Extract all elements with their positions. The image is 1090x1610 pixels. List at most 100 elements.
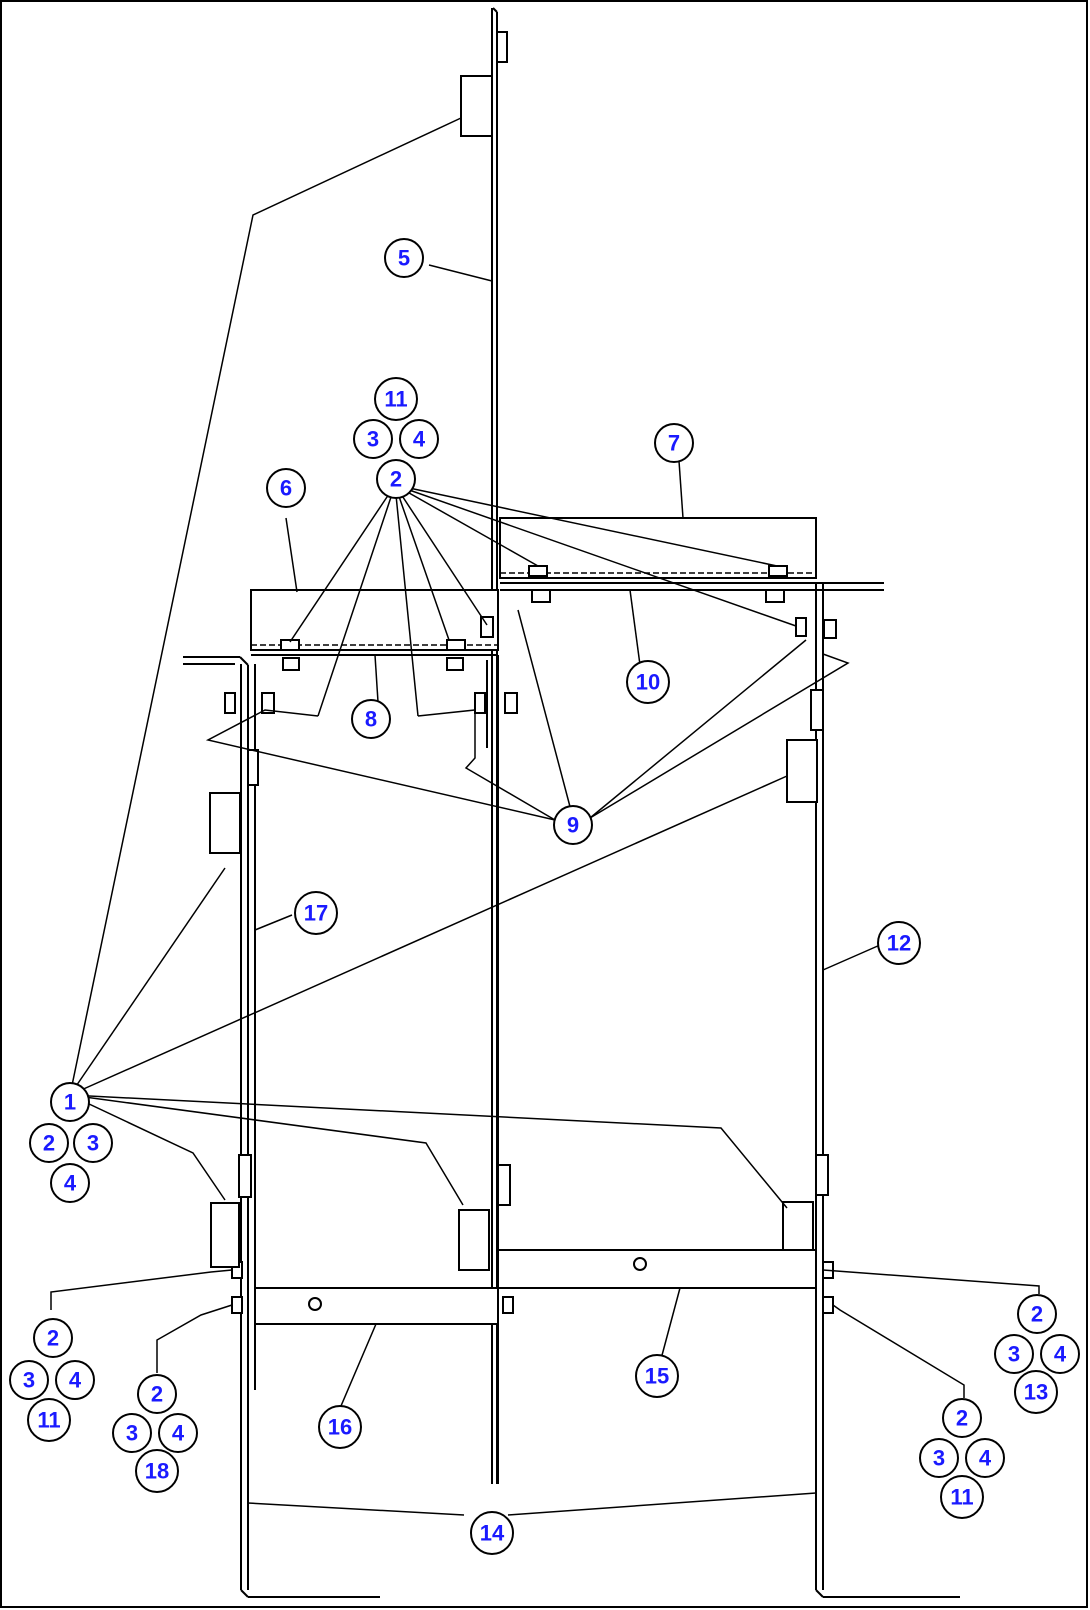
callout-circle — [351, 699, 391, 739]
callout-circle — [1017, 1294, 1057, 1334]
callout-number: 2 — [151, 1382, 163, 1407]
callout-number: 4 — [413, 427, 426, 452]
bracket-7-part — [499, 517, 884, 637]
callout-g3_11: 11 — [940, 1475, 984, 1519]
callout-circle — [877, 921, 921, 965]
callout-number: 9 — [567, 813, 579, 838]
callout-number: 16 — [328, 1415, 352, 1440]
callout-number: 7 — [668, 431, 680, 456]
callout-number: 8 — [365, 707, 377, 732]
callout-circle — [384, 238, 424, 278]
callout-number: 11 — [384, 387, 407, 412]
callout-circle — [635, 1354, 679, 1398]
callout-circle — [50, 1082, 90, 1122]
callout-number: 3 — [126, 1421, 138, 1446]
callout-g1_11: 11 — [27, 1398, 71, 1442]
callout-g1_2: 2 — [33, 1318, 73, 1358]
callout-number: 3 — [367, 427, 379, 452]
callout-c15: 15 — [635, 1354, 679, 1398]
callout-c14: 14 — [470, 1511, 514, 1555]
callout-number: 4 — [979, 1446, 992, 1471]
callout-c7: 7 — [654, 423, 694, 463]
callout-c1: 1 — [50, 1082, 90, 1122]
callout-number: 1 — [64, 1090, 76, 1115]
callout-c4a: 4 — [50, 1163, 90, 1203]
callout-circle — [1040, 1334, 1080, 1374]
right-frame-part — [786, 583, 960, 1598]
callout-circle — [33, 1318, 73, 1358]
callout-circle — [376, 459, 416, 499]
callout-number: 3 — [933, 1446, 945, 1471]
callout-circle — [919, 1438, 959, 1478]
callout-g1_3: 3 — [9, 1360, 49, 1400]
callout-c11a: 11 — [374, 377, 418, 421]
callout-number: 3 — [23, 1368, 35, 1393]
callout-circle — [112, 1413, 152, 1453]
callout-c8: 8 — [351, 699, 391, 739]
callout-number: 5 — [398, 246, 410, 271]
callout-g4_4: 4 — [1040, 1334, 1080, 1374]
callout-number: 3 — [87, 1131, 99, 1156]
callout-number: 2 — [1031, 1302, 1043, 1327]
callout-circle — [55, 1360, 95, 1400]
callout-number: 4 — [64, 1171, 77, 1196]
callout-number: 12 — [887, 931, 911, 956]
callout-g3_4: 4 — [965, 1438, 1005, 1478]
callout-circle — [318, 1405, 362, 1449]
callout-circle — [399, 419, 439, 459]
callout-c16: 16 — [318, 1405, 362, 1449]
callout-circle — [29, 1123, 69, 1163]
callout-number: 15 — [645, 1364, 669, 1389]
callout-c2a: 2 — [29, 1123, 69, 1163]
callout-circle — [353, 419, 393, 459]
callout-circle — [9, 1360, 49, 1400]
callout-number: 4 — [172, 1421, 185, 1446]
callout-c10: 10 — [626, 660, 670, 704]
callout-number: 10 — [636, 670, 660, 695]
callout-number: 18 — [145, 1459, 169, 1484]
callout-circle — [294, 891, 338, 935]
callout-number: 3 — [1008, 1342, 1020, 1367]
callout-c12: 12 — [877, 921, 921, 965]
callout-circle — [942, 1398, 982, 1438]
callout-circle — [1014, 1370, 1058, 1414]
callout-c3a: 3 — [73, 1123, 113, 1163]
callout-c9: 9 — [553, 805, 593, 845]
callout-circle — [158, 1413, 198, 1453]
callout-g1_4: 4 — [55, 1360, 95, 1400]
left-frame-part — [183, 656, 380, 1598]
callout-circle — [553, 805, 593, 845]
callout-number: 6 — [280, 476, 292, 501]
callout-circle — [135, 1449, 179, 1493]
callout-c17: 17 — [294, 891, 338, 935]
callout-g3_3: 3 — [919, 1438, 959, 1478]
callout-circle — [50, 1163, 90, 1203]
leader-lines — [50, 117, 1040, 1516]
callout-circle — [374, 377, 418, 421]
callout-circle — [266, 468, 306, 508]
callout-c6: 6 — [266, 468, 306, 508]
lower-members-part — [210, 1154, 834, 1325]
callout-circle — [27, 1398, 71, 1442]
callout-circle — [940, 1475, 984, 1519]
callout-number: 14 — [480, 1521, 505, 1546]
callout-circle — [626, 660, 670, 704]
callout-number: 2 — [956, 1406, 968, 1431]
callout-g4_3: 3 — [994, 1334, 1034, 1374]
callout-g2_18: 18 — [135, 1449, 179, 1493]
center-frame-part — [474, 655, 518, 1484]
callout-g3_2: 2 — [942, 1398, 982, 1438]
callout-g4_2: 2 — [1017, 1294, 1057, 1334]
callout-g2_4: 4 — [158, 1413, 198, 1453]
callout-number: 2 — [47, 1326, 59, 1351]
callout-circle — [73, 1123, 113, 1163]
callout-g2_3: 3 — [112, 1413, 152, 1453]
callout-circle — [137, 1374, 177, 1414]
callout-number: 2 — [43, 1131, 55, 1156]
callout-c3b: 3 — [353, 419, 393, 459]
callout-c4b: 4 — [399, 419, 439, 459]
callout-circle — [470, 1511, 514, 1555]
